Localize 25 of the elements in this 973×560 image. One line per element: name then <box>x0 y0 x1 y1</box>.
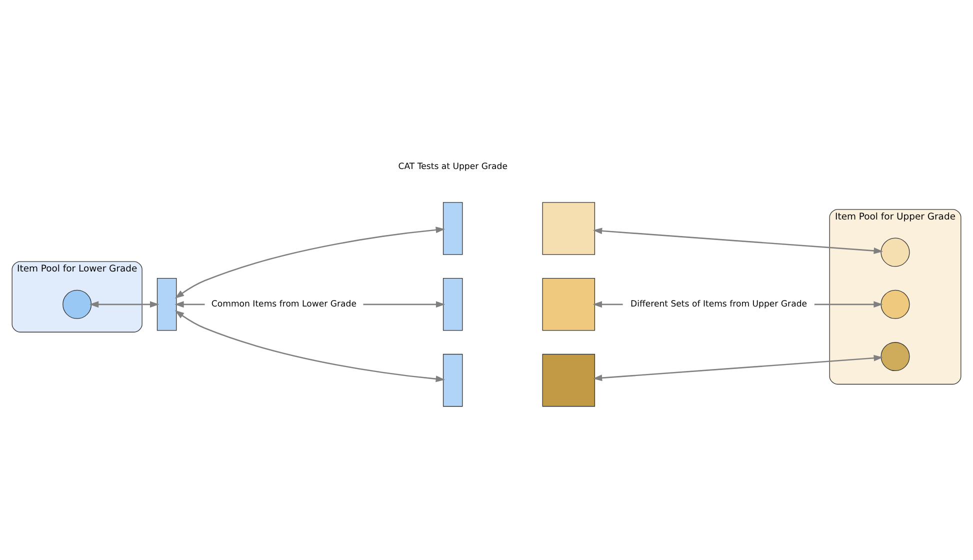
node-circle <box>62 289 92 318</box>
label: CAT Tests at Upper Grade <box>398 161 508 172</box>
node-circle <box>880 289 910 318</box>
cluster: Item Pool for Upper Grade <box>829 208 962 384</box>
node-bar <box>442 353 463 406</box>
arrow <box>814 300 883 308</box>
arrow <box>592 354 884 381</box>
node-circle <box>880 237 910 266</box>
node-bar <box>442 278 463 330</box>
node-box <box>542 278 596 330</box>
node-box <box>542 353 596 406</box>
arrow <box>592 227 884 254</box>
node-text: Common Items from Lower Grade <box>211 299 356 310</box>
arrow <box>363 300 446 308</box>
node-bar <box>156 278 177 330</box>
cluster: Item Pool for Lower Grade <box>12 260 142 332</box>
node-box <box>542 202 596 254</box>
arrow <box>592 300 623 308</box>
node-text: Different Sets of Items from Upper Grade <box>630 299 808 310</box>
arrow <box>174 226 446 298</box>
arrow <box>89 300 160 308</box>
arrow <box>174 300 205 308</box>
node-circle <box>880 342 910 371</box>
node-bar <box>442 202 463 254</box>
arrow <box>174 310 446 382</box>
